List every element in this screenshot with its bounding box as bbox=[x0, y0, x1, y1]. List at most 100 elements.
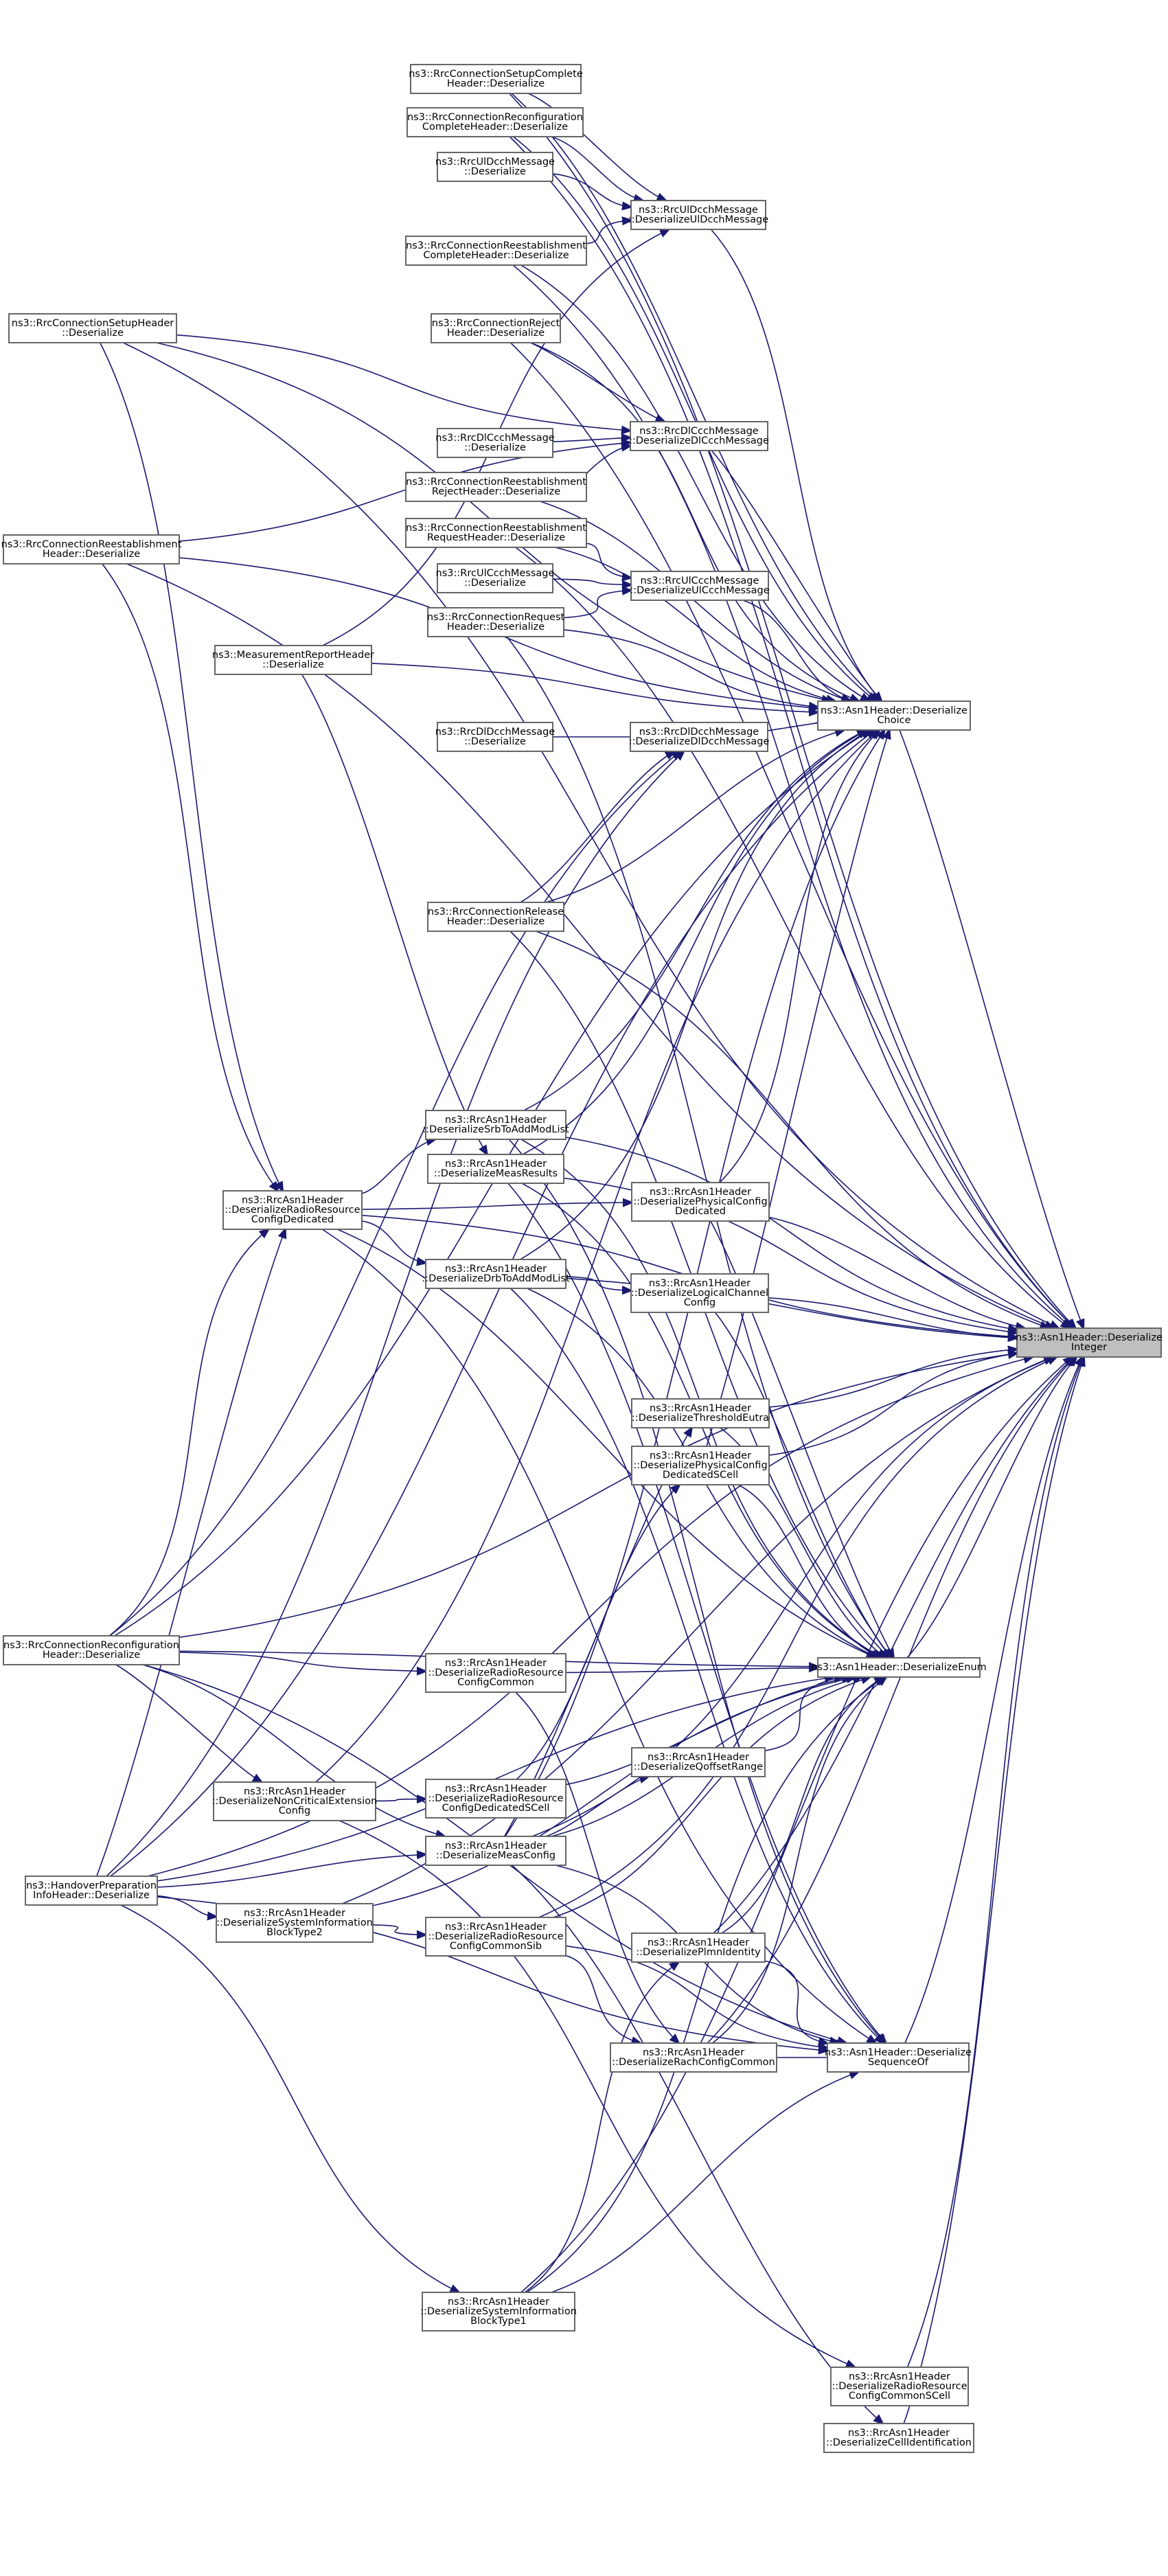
node-box bbox=[8, 313, 177, 343]
node-DlDcchDeser[interactable]: ns3::RrcDlDcchMessage::DeserializeDlDcch… bbox=[629, 722, 770, 752]
node-DlCcchDeser[interactable]: ns3::RrcDlCcchMessage::DeserializeDlCcch… bbox=[629, 421, 769, 451]
node-MeasReport[interactable]: ns3::MeasurementReportHeader::Deserializ… bbox=[212, 645, 374, 675]
edge-NonCriticalExt-to-RadioResCommonSCell bbox=[339, 1820, 855, 2367]
node-label: ::DeserializeLogicalChannel bbox=[631, 1288, 768, 1299]
node-RadioResCommon[interactable]: ns3::RrcAsn1Header::DeserializeRadioReso… bbox=[425, 1653, 566, 1693]
node-label: ::DeserializeMeasResults bbox=[434, 1168, 558, 1179]
node-label: RejectHeader::Deserialize bbox=[432, 486, 560, 497]
edge-LogicalChannel-to-DeserializeInteger bbox=[768, 1297, 1017, 1338]
edge-MeasConfig-to-CellIdentification bbox=[511, 1865, 883, 2424]
node-ReestabRequest[interactable]: ns3::RrcConnectionReestablishmentRequest… bbox=[405, 518, 587, 548]
edge-HandoverPrep-to-SysInfoBlock2 bbox=[157, 1895, 216, 1917]
node-box bbox=[25, 1876, 158, 1906]
node-RachConfigCommon[interactable]: ns3::RrcAsn1Header::DeserializeRachConfi… bbox=[610, 2042, 777, 2073]
edge-ReestabHeader-to-RadioResDedicated bbox=[102, 563, 278, 1191]
node-label: ns3::RrcAsn1Header bbox=[445, 1922, 547, 1933]
node-label: ::DeserializeDlCcchMessage bbox=[629, 435, 769, 446]
node-UlDcchMsg[interactable]: ns3::RrcUlDcchMessage::Deserialize bbox=[435, 152, 555, 182]
node-label: ::Deserialize bbox=[62, 328, 124, 339]
edge-DlCcchDeser-to-DeserializeChoice bbox=[711, 450, 882, 701]
node-label: ns3::RrcAsn1Header bbox=[445, 1159, 547, 1170]
node-box bbox=[827, 2042, 970, 2073]
node-PlmnIdentity[interactable]: ns3::RrcAsn1Header::DeserializePlmnIdent… bbox=[631, 1933, 766, 1963]
node-SysInfoBlock1[interactable]: ns3::RrcAsn1Header::DeserializeSystemInf… bbox=[420, 2292, 577, 2332]
edge-ReestabRequest-to-DeserializeInteger bbox=[515, 547, 1070, 1328]
node-LogicalChannel[interactable]: ns3::RrcAsn1Header::DeserializeLogicalCh… bbox=[630, 1273, 769, 1313]
node-box bbox=[425, 1653, 566, 1693]
node-RadioResDedicated[interactable]: ns3::RrcAsn1Header::DeserializeRadioReso… bbox=[222, 1190, 363, 1230]
node-label: ns3::RrcConnectionReject bbox=[432, 318, 560, 329]
node-box bbox=[631, 1446, 770, 1485]
node-RejectHeader[interactable]: ns3::RrcConnectionRejectHeader::Deserial… bbox=[431, 313, 561, 343]
node-label: ns3::RrcAsn1Header bbox=[445, 1783, 547, 1794]
node-SrbToAddMod[interactable]: ns3::RrcAsn1Header::DeserializeSrbToAddM… bbox=[422, 1110, 569, 1140]
node-CellIdentification[interactable]: ns3::RrcAsn1Header::DeserializeCellIdent… bbox=[823, 2423, 974, 2453]
node-ReestabReject[interactable]: ns3::RrcConnectionReestablishmentRejectH… bbox=[405, 472, 587, 502]
node-box bbox=[405, 472, 587, 502]
edge-SetupHeader-to-DeserializeInteger bbox=[122, 342, 1058, 1328]
node-label: Header::Deserialize bbox=[447, 328, 545, 339]
edge-RachConfigCommon-to-DeserializeEnum bbox=[711, 1677, 886, 2044]
node-ReestabHeader[interactable]: ns3::RrcConnectionReestablishmentHeader:… bbox=[1, 534, 182, 565]
edge-HandoverPrep-to-DlDcchDeser bbox=[106, 751, 684, 1877]
edge-NonCriticalExt-to-DeserializeChoice bbox=[315, 730, 878, 1783]
node-HandoverPrep[interactable]: ns3::HandoverPreparationInfoHeader::Dese… bbox=[25, 1876, 158, 1906]
node-label: ::Deserialize bbox=[464, 166, 526, 177]
node-ReconfigHeader[interactable]: ns3::RrcConnectionReconfigurationHeader:… bbox=[3, 1635, 180, 1665]
node-label: ::DeserializePlmnIdentity bbox=[636, 1947, 761, 1958]
node-label: ns3::RrcAsn1Header bbox=[244, 1908, 345, 1919]
node-label: ns3::RrcDlCcchMessage bbox=[435, 433, 555, 444]
node-SysInfoBlock2[interactable]: ns3::RrcAsn1Header::DeserializeSystemInf… bbox=[216, 1903, 374, 1943]
edge-RadioResCommon-to-RachConfigCommon bbox=[515, 1691, 679, 2043]
node-RadioResCommonSib[interactable]: ns3::RrcAsn1Header::DeserializeRadioReso… bbox=[425, 1917, 566, 1957]
edge-RadioResCommonSCell-to-DeserializeInteger bbox=[906, 1357, 1084, 2368]
node-DrbToAddMod[interactable]: ns3::RrcAsn1Header::DeserializeDrbToAddM… bbox=[422, 1259, 570, 1289]
node-label: ns3::RrcAsn1Header bbox=[849, 2371, 950, 2382]
node-label: ns3::Asn1Header::DeserializeEnum bbox=[811, 1662, 987, 1673]
node-MeasResults[interactable]: ns3::RrcAsn1Header::DeserializeMeasResul… bbox=[427, 1154, 564, 1184]
node-UlCcchMsg[interactable]: ns3::RrcUlCcchMessage::Deserialize bbox=[436, 563, 555, 593]
node-ReconfigComplete[interactable]: ns3::RrcConnectionReconfigurationComplet… bbox=[406, 107, 584, 137]
node-DeserializeEnum[interactable]: ns3::Asn1Header::DeserializeEnum bbox=[811, 1657, 987, 1678]
node-box bbox=[823, 2423, 974, 2453]
node-UlCcchDeser[interactable]: ns3::RrcUlCcchMessage::DeserializeUlCcch… bbox=[630, 571, 770, 601]
node-box bbox=[425, 1917, 566, 1957]
node-QoffsetRange[interactable]: ns3::RrcAsn1Header::DeserializeQoffsetRa… bbox=[631, 1747, 766, 1777]
node-SetupComplete[interactable]: ns3::RrcConnectionSetupCompleteHeader::D… bbox=[409, 64, 583, 94]
node-box bbox=[830, 2367, 969, 2406]
node-ReestabComplete[interactable]: ns3::RrcConnectionReestablishmentComplet… bbox=[405, 236, 587, 266]
edge-RadioResCommonSib-to-RachConfigCommon bbox=[565, 1954, 641, 2043]
node-ReleaseHeader[interactable]: ns3::RrcConnectionReleaseHeader::Deseria… bbox=[427, 902, 564, 932]
node-label: ns3::RrcConnectionReestablishment bbox=[406, 523, 586, 534]
node-PhysCfgDedicated[interactable]: ns3::RrcAsn1Header::DeserializePhysicalC… bbox=[631, 1182, 770, 1222]
node-RequestHeader[interactable]: ns3::RrcConnectionRequestHeader::Deseria… bbox=[427, 607, 565, 637]
node-PhysCfgDedSCell[interactable]: ns3::RrcAsn1Header::DeserializePhysicalC… bbox=[631, 1446, 770, 1485]
node-label: ns3::RrcAsn1Header bbox=[648, 1752, 749, 1763]
node-RadioResCommonSCell[interactable]: ns3::RrcAsn1Header::DeserializeRadioReso… bbox=[830, 2367, 969, 2406]
edge-RequestHeader-to-UlCcchDeser bbox=[563, 591, 631, 619]
node-DlCcchMsg[interactable]: ns3::RrcDlCcchMessage::Deserialize bbox=[435, 428, 555, 458]
node-SetupHeader[interactable]: ns3::RrcConnectionSetupHeader::Deseriali… bbox=[8, 313, 177, 343]
edge-SrbToAddMod-to-DeserializeInteger bbox=[565, 1137, 1017, 1330]
node-DlDcchMsg[interactable]: ns3::RrcDlDcchMessage::Deserialize bbox=[435, 722, 556, 752]
node-RadioResDedSCell[interactable]: ns3::RrcAsn1Header::DeserializeRadioReso… bbox=[425, 1779, 566, 1819]
node-label: Header::Deserialize bbox=[447, 622, 545, 632]
edge-PhysCfgDedicated-to-DeserializeEnum bbox=[710, 1220, 894, 1658]
node-label: BlockType2 bbox=[266, 1927, 323, 1938]
node-label: ns3::RrcConnectionReconfiguration bbox=[407, 112, 583, 123]
node-MeasConfig[interactable]: ns3::RrcAsn1Header::DeserializeMeasConfi… bbox=[425, 1836, 566, 1866]
node-label: ns3::Asn1Header::Deserialize bbox=[821, 705, 967, 716]
edge-RadioResCommon-to-DeserializeEnum bbox=[565, 1668, 818, 1674]
edge-PlmnIdentity-to-DeserializeSequenceOf bbox=[764, 1960, 827, 2043]
edge-ReconfigHeader-to-RadioResCommon bbox=[179, 1652, 426, 1672]
node-label: ns3::RrcAsn1Header bbox=[650, 1450, 751, 1461]
node-UlDcchDeser[interactable]: ns3::RrcUlDcchMessage::DeserializeUlDcch… bbox=[628, 200, 768, 230]
node-label: ns3::RrcAsn1Header bbox=[242, 1195, 343, 1206]
node-box bbox=[3, 534, 180, 565]
node-ThresholdEutra[interactable]: ns3::RrcAsn1Header::DeserializeThreshold… bbox=[631, 1398, 770, 1428]
node-NonCriticalExt[interactable]: ns3::RrcAsn1Header::DeserializeNonCritic… bbox=[212, 1781, 378, 1821]
node-label: ::DeserializeUlDcchMessage bbox=[628, 214, 768, 225]
